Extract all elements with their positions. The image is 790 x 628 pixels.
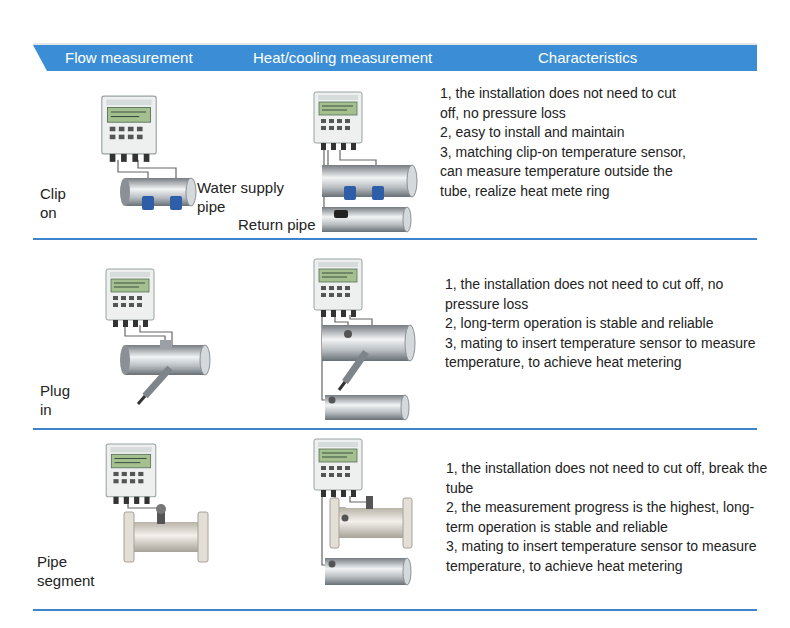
characteristic-item: 2, easy to install and maintain	[440, 123, 696, 143]
column-heading: Characteristics	[538, 48, 637, 68]
plug-in-flow-meter	[106, 269, 210, 404]
row-label: Clip on	[40, 184, 80, 222]
row-label: Plug in	[40, 381, 80, 419]
row-separator	[33, 609, 757, 611]
pipe-label: Water supply pipe	[197, 178, 301, 216]
plug-in-heat-meter	[314, 259, 415, 420]
pipe-label: Water supply pipe	[197, 179, 284, 215]
characteristics-list: 1, the installation does not need to cut…	[445, 275, 775, 373]
row-label: Plug in	[40, 382, 70, 418]
characteristics-list: 1, the installation does not need to cut…	[440, 84, 696, 201]
column-heading: Flow measurement	[65, 48, 193, 68]
row-separator	[33, 238, 757, 240]
header-band: Flow measurement Heat/cooling measurement…	[33, 45, 757, 71]
characteristic-item: 3, mating to insert temperature sensor t…	[446, 537, 780, 576]
characteristic-item: 2, the measurement progress is the highe…	[446, 498, 780, 537]
characteristic-item: 3, matching clip-on temperature sensor, …	[440, 143, 696, 202]
characteristic-item: 2, long-term operation is stable and rel…	[445, 314, 775, 334]
characteristic-item: 1, the installation does not need to cut…	[440, 84, 696, 123]
row-label: Pipe segment	[37, 552, 101, 590]
pipe-segment-flow-meter	[106, 444, 208, 562]
characteristic-item: 3, mating to insert temperature sensor t…	[445, 334, 775, 373]
characteristic-item: 1, the installation does not need to cut…	[446, 459, 780, 498]
pipe-label: Return pipe	[238, 215, 316, 234]
clip-on-flow-meter	[102, 96, 196, 210]
row-label: Clip on	[40, 185, 66, 221]
pipe-segment-heat-meter	[314, 439, 412, 585]
clip-on-heat-meter	[314, 92, 417, 232]
column-heading: Heat/cooling measurement	[253, 48, 432, 68]
row-label: Pipe segment	[37, 553, 95, 589]
pipe-label: Return pipe	[238, 216, 316, 233]
characteristic-item: 1, the installation does not need to cut…	[445, 275, 775, 314]
characteristics-list: 1, the installation does not need to cut…	[446, 459, 780, 576]
top-rule	[33, 44, 757, 45]
row-separator	[33, 428, 757, 430]
